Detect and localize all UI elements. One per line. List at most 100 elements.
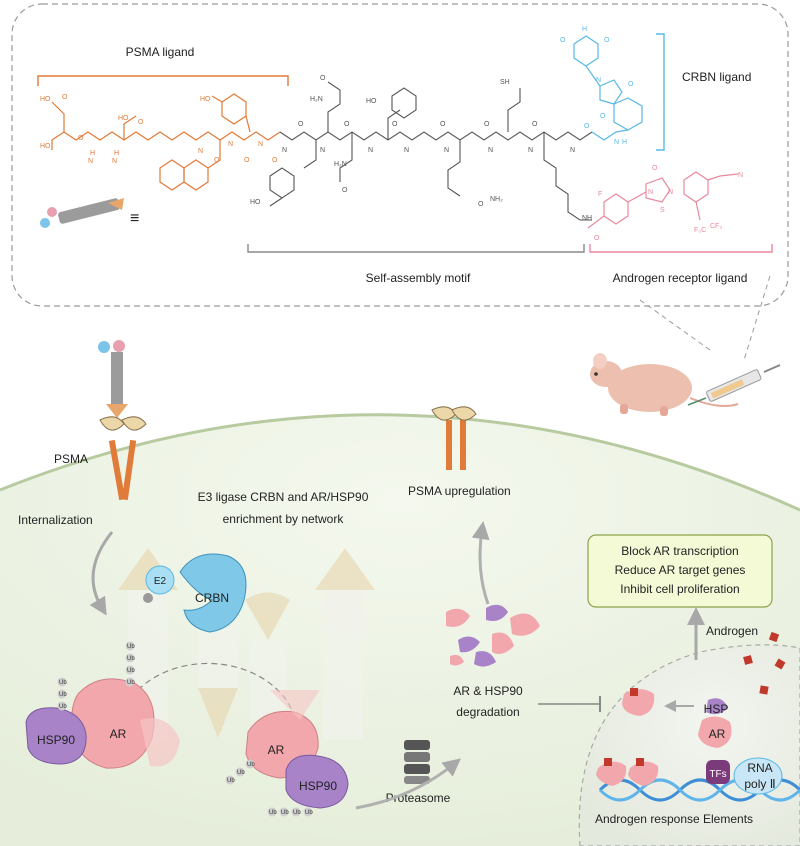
svg-text:N: N [488, 147, 493, 154]
hsp90-protein-left [25, 707, 87, 765]
svg-text:N: N [320, 147, 325, 154]
mouse-illustration [590, 353, 739, 416]
svg-text:Ub: Ub [127, 680, 135, 686]
e3-title-line2: enrichment by network [223, 512, 345, 526]
svg-text:H: H [114, 150, 119, 157]
svg-text:Ub: Ub [247, 762, 255, 768]
svg-text:HO: HO [40, 96, 51, 103]
svg-text:Ub: Ub [59, 680, 67, 686]
ub-chain-right: Ub Ub Ub Ub Ub Ub Ub [225, 759, 313, 817]
callout-line-right [743, 275, 771, 361]
e2-enzyme [143, 565, 175, 603]
assembly-network [118, 548, 375, 740]
ar-ligand-structure [587, 171, 739, 229]
svg-text:N: N [368, 147, 373, 154]
crbn-ligand-bracket [656, 33, 665, 151]
svg-text:N: N [570, 147, 575, 154]
upregulation-arrow [471, 521, 490, 605]
svg-text:H₂N: H₂N [334, 161, 347, 168]
svg-text:O: O [244, 157, 250, 164]
svg-text:Ub: Ub [59, 704, 67, 710]
degradation-line2: degradation [456, 705, 519, 719]
svg-text:Ub: Ub [127, 668, 135, 674]
svg-text:H₂N: H₂N [310, 96, 323, 103]
psma-upregulation-label: PSMA upregulation [408, 484, 511, 498]
are-label: Androgen response Elements [595, 812, 753, 826]
proteasome-arrow [355, 758, 461, 810]
svg-text:HO: HO [40, 143, 51, 150]
svg-text:N: N [282, 147, 287, 154]
psma-ligand-label: PSMA ligand [126, 45, 195, 59]
svg-text:N: N [648, 189, 653, 196]
proteasome-icon [404, 740, 430, 784]
ar-label-left: AR [110, 727, 127, 741]
tfs-label: TFs [709, 769, 726, 780]
svg-text:Ub: Ub [269, 810, 277, 816]
crbn-protein [179, 553, 247, 633]
svg-text:O: O [298, 121, 304, 128]
svg-text:O: O [138, 119, 144, 126]
svg-text:O: O [652, 165, 658, 172]
svg-text:N: N [614, 139, 619, 146]
svg-text:O: O [440, 121, 446, 128]
svg-text:O: O [344, 121, 350, 128]
ub-chain-left: Ub Ub Ub Ub Ub Ub Ub [57, 641, 135, 711]
svg-text:O: O [62, 94, 68, 101]
svg-text:HO: HO [366, 98, 377, 105]
svg-text:O: O [320, 75, 326, 82]
incoming-molecule-icon [98, 340, 128, 418]
svg-text:NH₂: NH₂ [490, 196, 503, 203]
svg-text:O: O [600, 113, 606, 120]
svg-text:SH: SH [500, 79, 510, 86]
svg-text:Ub: Ub [305, 810, 313, 816]
svg-text:Ub: Ub [237, 770, 245, 776]
svg-text:O: O [628, 81, 634, 88]
svg-text:O: O [478, 201, 484, 208]
ar-protein-left [71, 678, 180, 769]
hsp-ar-complex [698, 698, 732, 748]
ar-dimer-on-dna [596, 758, 659, 786]
hsp90-label-left: HSP90 [37, 733, 75, 747]
svg-text:Ub: Ub [227, 778, 235, 784]
e2-label: E2 [154, 576, 167, 587]
effects-box [587, 534, 773, 608]
svg-text:O: O [78, 135, 84, 142]
svg-text:H: H [90, 150, 95, 157]
effect-item-0: Block AR transcription [621, 544, 738, 558]
nucleus-ar-label: AR [709, 727, 726, 741]
hsp90-protein-right [285, 754, 349, 809]
callout-line-left [639, 299, 711, 351]
molecule-mini-icon: ≡ [40, 198, 139, 228]
svg-text:H: H [582, 26, 587, 33]
svg-text:Ub: Ub [293, 810, 301, 816]
svg-text:N: N [198, 148, 203, 155]
syringe-icon [687, 364, 781, 406]
psma-receptor-left [99, 416, 147, 501]
svg-text:O: O [604, 37, 610, 44]
degradation-line1: AR & HSP90 [453, 684, 523, 698]
svg-text:N: N [444, 147, 449, 154]
svg-text:N: N [528, 147, 533, 154]
ar-label-right: AR [268, 743, 285, 757]
svg-text:O: O [532, 121, 538, 128]
hsp-label: HSP [704, 702, 729, 716]
degradation-fragments [446, 604, 540, 667]
svg-text:Ub: Ub [127, 656, 135, 662]
svg-text:N: N [404, 147, 409, 154]
svg-text:Ub: Ub [281, 810, 289, 816]
svg-text:CF₃: CF₃ [710, 223, 722, 230]
crbn-ligand-atoms: OHO NOO OHN [560, 26, 634, 146]
svg-text:≡: ≡ [130, 210, 139, 227]
psma-ligand-bracket [37, 75, 289, 86]
svg-text:N: N [228, 141, 233, 148]
svg-text:Ub: Ub [127, 644, 135, 650]
self-assembly-label: Self-assembly motif [366, 271, 471, 285]
svg-text:O: O [214, 157, 220, 164]
svg-text:H: H [622, 139, 627, 146]
svg-text:Ub: Ub [59, 692, 67, 698]
svg-text:O: O [560, 37, 566, 44]
